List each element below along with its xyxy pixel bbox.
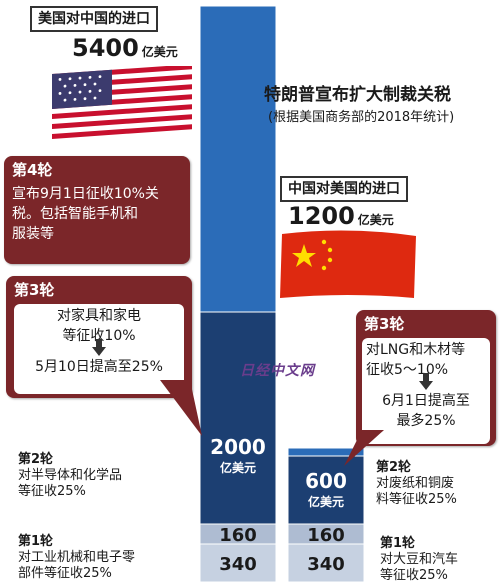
us-round4-line2: 税。包括智能手机和 [12, 206, 138, 222]
arrow-down-icon [419, 373, 433, 390]
us-round3-pointer [160, 380, 202, 436]
cn-round1-label: 第1轮 对大豆和汽车 等征收25% [380, 536, 459, 583]
chart-subtitle: (根据美国商务部的2018年统计) [268, 110, 455, 125]
cn-round2-label: 第2轮 对废纸和铜废 料等征收25% [376, 460, 457, 507]
bar-segment-us-round4 [199, 5, 277, 313]
us-round4-head: 第4轮 [12, 161, 53, 179]
bar-value-label-us-round1: 340 [219, 554, 257, 575]
bar-segment-cn-round3 [287, 455, 365, 525]
cn-import-category-label: 中国对美国的进口 [280, 176, 408, 202]
us-round3-line2: 等征收10% [62, 328, 136, 344]
us-round3-line1: 对家具和家电 [57, 308, 141, 324]
bar-segment-us-round3 [199, 311, 277, 525]
bars-layer [199, 5, 365, 583]
cn-round3-pointer [344, 430, 384, 466]
bar-value-label-cn-round1: 340 [307, 554, 345, 575]
us-round4-line1: 宣布9月1日征收10%关 [12, 186, 159, 202]
watermark-logo: 日经中文网 [240, 363, 315, 379]
arrow-down-icon [92, 339, 106, 356]
cn-round3-head: 第3轮 [364, 315, 405, 333]
us-flag-icon [52, 66, 192, 140]
us-round3-callout: 第3轮 对家具和家电 等征收10% 5月10日提高至25% [6, 276, 192, 398]
bar-segment-cn-round4 [287, 447, 365, 457]
cn-round3-callout: 第3轮 对LNG和木材等 征收5～10% 6月1日提高至 最多25% [356, 310, 496, 446]
bar-segment-cn-round1 [287, 543, 365, 583]
us-round2-label: 第2轮 对半导体和化学品 等征收25% [18, 452, 123, 499]
us-round3-line3: 5月10日提高至25% [35, 359, 163, 375]
chart-title: 特朗普宣布扩大制裁关税 [264, 85, 451, 105]
cn-round3-line4: 最多25% [396, 413, 456, 429]
bar-segment-us-round1 [199, 543, 277, 583]
cn-round3-line1: 对LNG和木材等 [366, 342, 466, 358]
us-import-category-label: 美国对中国的进口 [30, 6, 158, 32]
cn-round3-line3: 6月1日提高至 [382, 393, 470, 409]
china-flag-icon [280, 230, 416, 298]
bar-value-label-cn-round2: 160 [307, 525, 345, 546]
us-round4-callout: 第4轮 宣布9月1日征收10%关 税。包括智能手机和 服装等 [4, 156, 190, 264]
us-round1-label: 第1轮 对工业机械和电子零 部件等征收25% [18, 534, 136, 581]
us-round4-line3: 服装等 [12, 226, 54, 242]
bar-value-label-us-round2: 160 [219, 525, 257, 546]
us-round3-head: 第3轮 [14, 281, 55, 299]
